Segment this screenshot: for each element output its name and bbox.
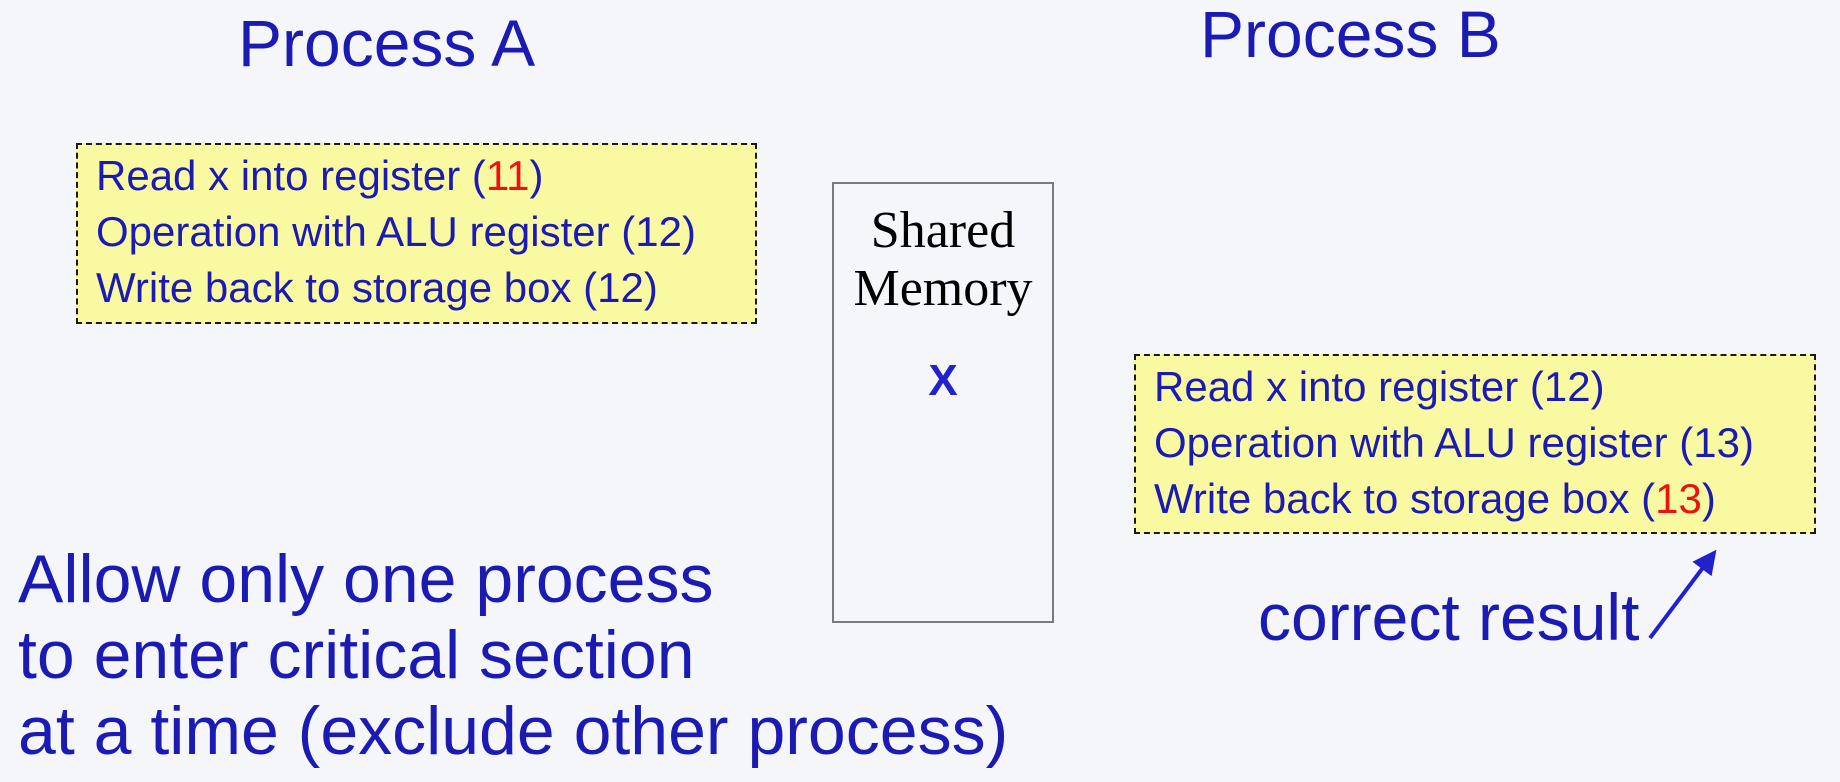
step-text: ) [1701, 475, 1716, 522]
step-value: 12 [597, 264, 644, 311]
step-text: ) [1739, 419, 1754, 466]
step-line: Read x into register (11) [96, 148, 755, 204]
step-value: 13 [1655, 475, 1702, 522]
step-text: ) [529, 152, 544, 199]
shared-memory-label-line1: Shared [870, 202, 1016, 259]
step-text: Read x into register ( [96, 152, 486, 199]
step-line: Operation with ALU register (13) [1154, 415, 1814, 471]
step-text: Operation with ALU register ( [96, 208, 636, 255]
step-line: Read x into register (12) [1154, 359, 1814, 415]
process-b-steps-box: Read x into register (12) Operation with… [1134, 354, 1816, 534]
correct-result-label: correct result [1258, 580, 1640, 654]
shared-memory-label-line2: Memory [853, 260, 1033, 317]
exclusion-note-line-2: to enter critical section [18, 617, 695, 693]
process-b-title: Process B [1200, 0, 1501, 71]
step-value: 13 [1693, 419, 1740, 466]
step-value: 12 [635, 208, 682, 255]
shared-memory-box: Shared Memory X [832, 182, 1054, 623]
step-text: Write back to storage box ( [1154, 475, 1656, 522]
process-a-title: Process A [238, 6, 536, 80]
step-text: Write back to storage box ( [96, 264, 598, 311]
step-value: 12 [1543, 363, 1591, 410]
step-line: Write back to storage box (12) [96, 260, 755, 316]
step-line: Operation with ALU register (12) [96, 204, 755, 260]
exclusion-note-line-1: Allow only one process [18, 541, 714, 617]
step-text: ) [643, 264, 658, 311]
step-line: Write back to storage box (13) [1154, 471, 1814, 527]
process-a-steps-box: Read x into register (11) Operation with… [76, 143, 757, 324]
exclusion-note-line-3: at a time (exclude other process) [18, 693, 1009, 769]
step-text: ) [1590, 363, 1605, 410]
step-text: Operation with ALU register ( [1154, 419, 1694, 466]
step-value: 11 [485, 152, 530, 199]
step-text: Read x into register ( [1154, 363, 1544, 410]
shared-variable-x: X [928, 356, 958, 405]
exclusion-note: Allow only one process to enter critical… [18, 541, 1008, 769]
step-text: ) [681, 208, 696, 255]
